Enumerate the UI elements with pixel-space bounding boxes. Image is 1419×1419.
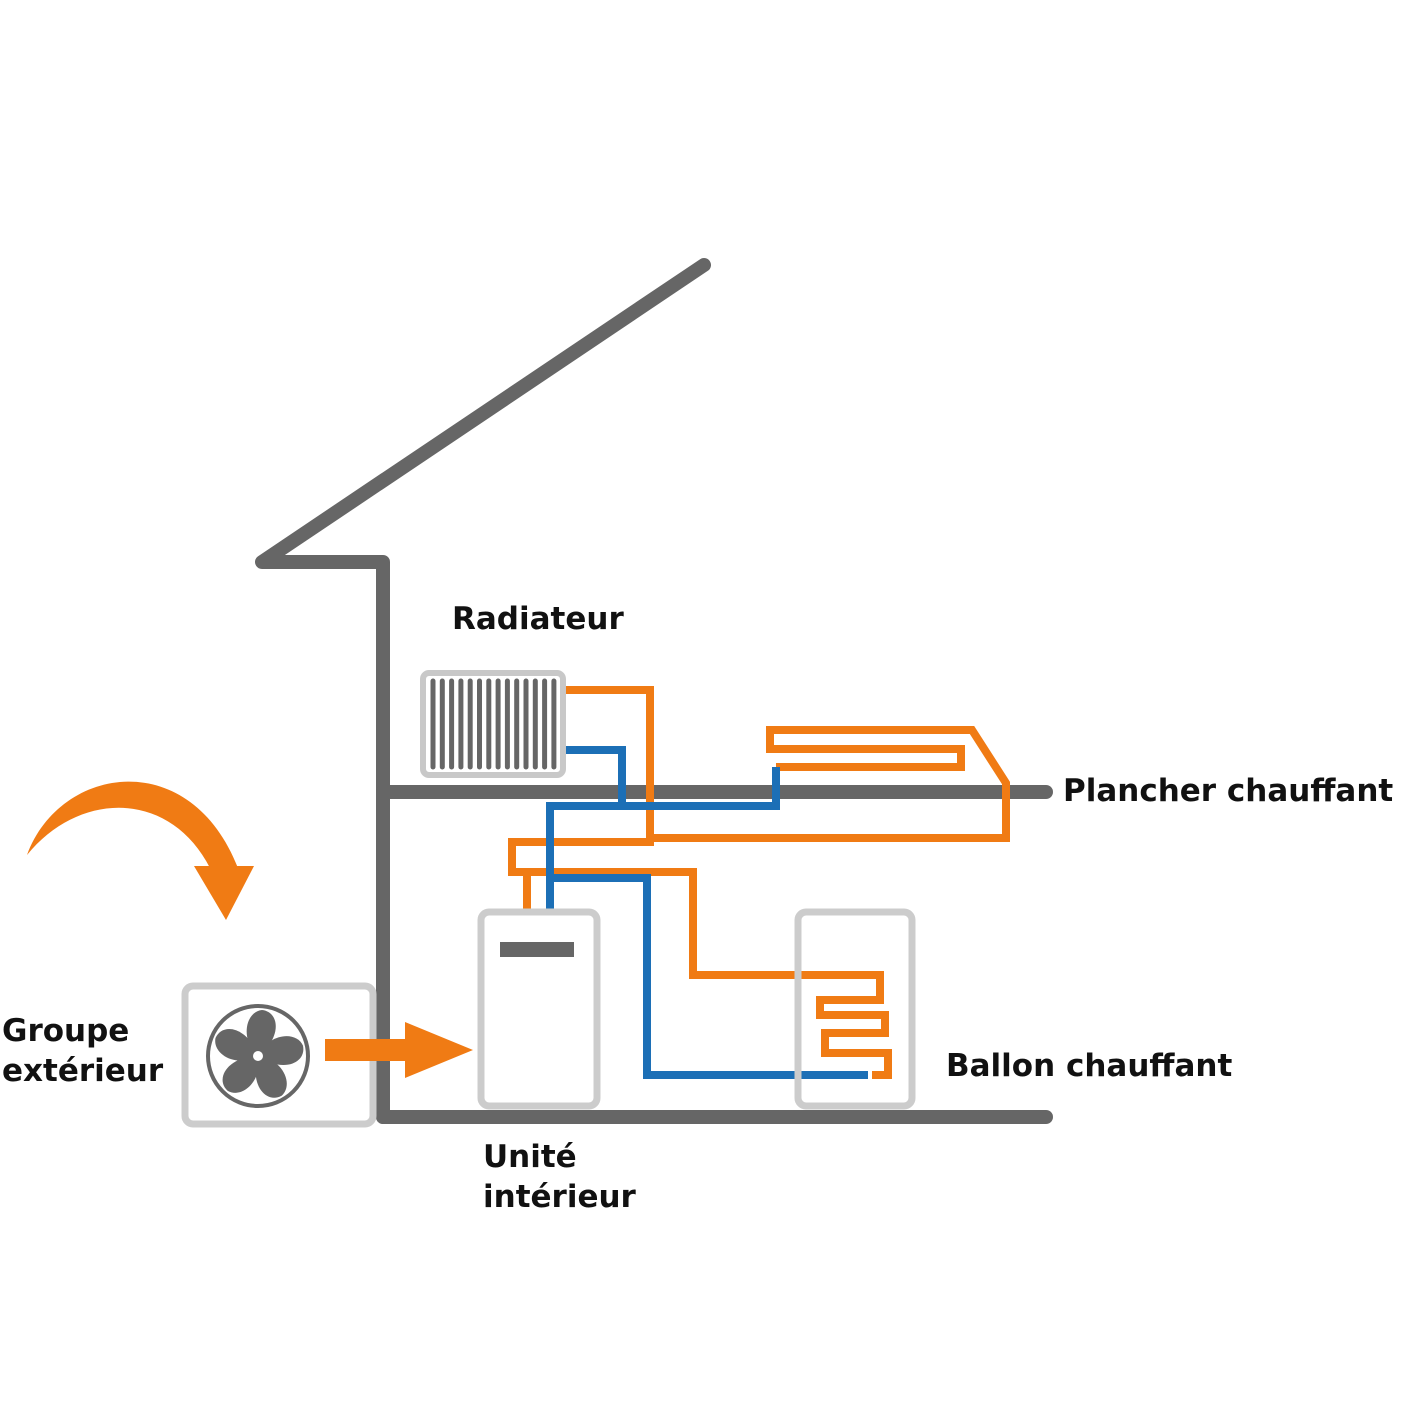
curved-arrow-icon	[27, 781, 254, 920]
hot-water-tank-label: Ballon chauffant	[946, 1048, 1233, 1084]
outdoor-unit-label-line1: Groupe	[2, 1013, 130, 1049]
fan-blade	[222, 1055, 259, 1093]
indoor-unit-label: Unité intérieur	[483, 1137, 636, 1218]
fan-blade	[258, 1036, 304, 1065]
hot-water-tank	[794, 908, 916, 1110]
radiator-fins	[430, 678, 557, 770]
house-structure	[255, 258, 1053, 1124]
indoor-unit-display	[500, 942, 574, 957]
indoor-unit	[477, 908, 601, 1110]
fan-blade	[255, 1056, 287, 1098]
outdoor-unit-label-line2: extérieur	[2, 1053, 164, 1090]
hot-pipe-floor-coil	[650, 726, 1010, 842]
indoor-unit-body	[477, 908, 601, 1110]
floor-heating-label: Plancher chauffant	[1063, 773, 1394, 809]
fan-blade	[215, 1029, 258, 1061]
roof-and-wall	[255, 258, 711, 1124]
cold-pipe-radiator	[563, 746, 626, 804]
fan-icon	[206, 1004, 310, 1108]
cold-pipe-tank	[550, 874, 868, 1079]
right-arrow-icon	[325, 1022, 473, 1078]
indoor-unit-label-line2: intérieur	[483, 1179, 636, 1216]
hot-pipe-tank	[512, 868, 892, 1079]
indoor-unit-label-line1: Unité	[483, 1139, 577, 1175]
cold-pipe-floor	[546, 767, 780, 912]
pipes	[508, 686, 1010, 1079]
outdoor-unit-label: Groupe extérieur	[2, 1011, 163, 1092]
outdoor-unit	[181, 982, 377, 1128]
radiator-label: Radiateur	[452, 601, 624, 637]
radiator	[420, 670, 566, 778]
